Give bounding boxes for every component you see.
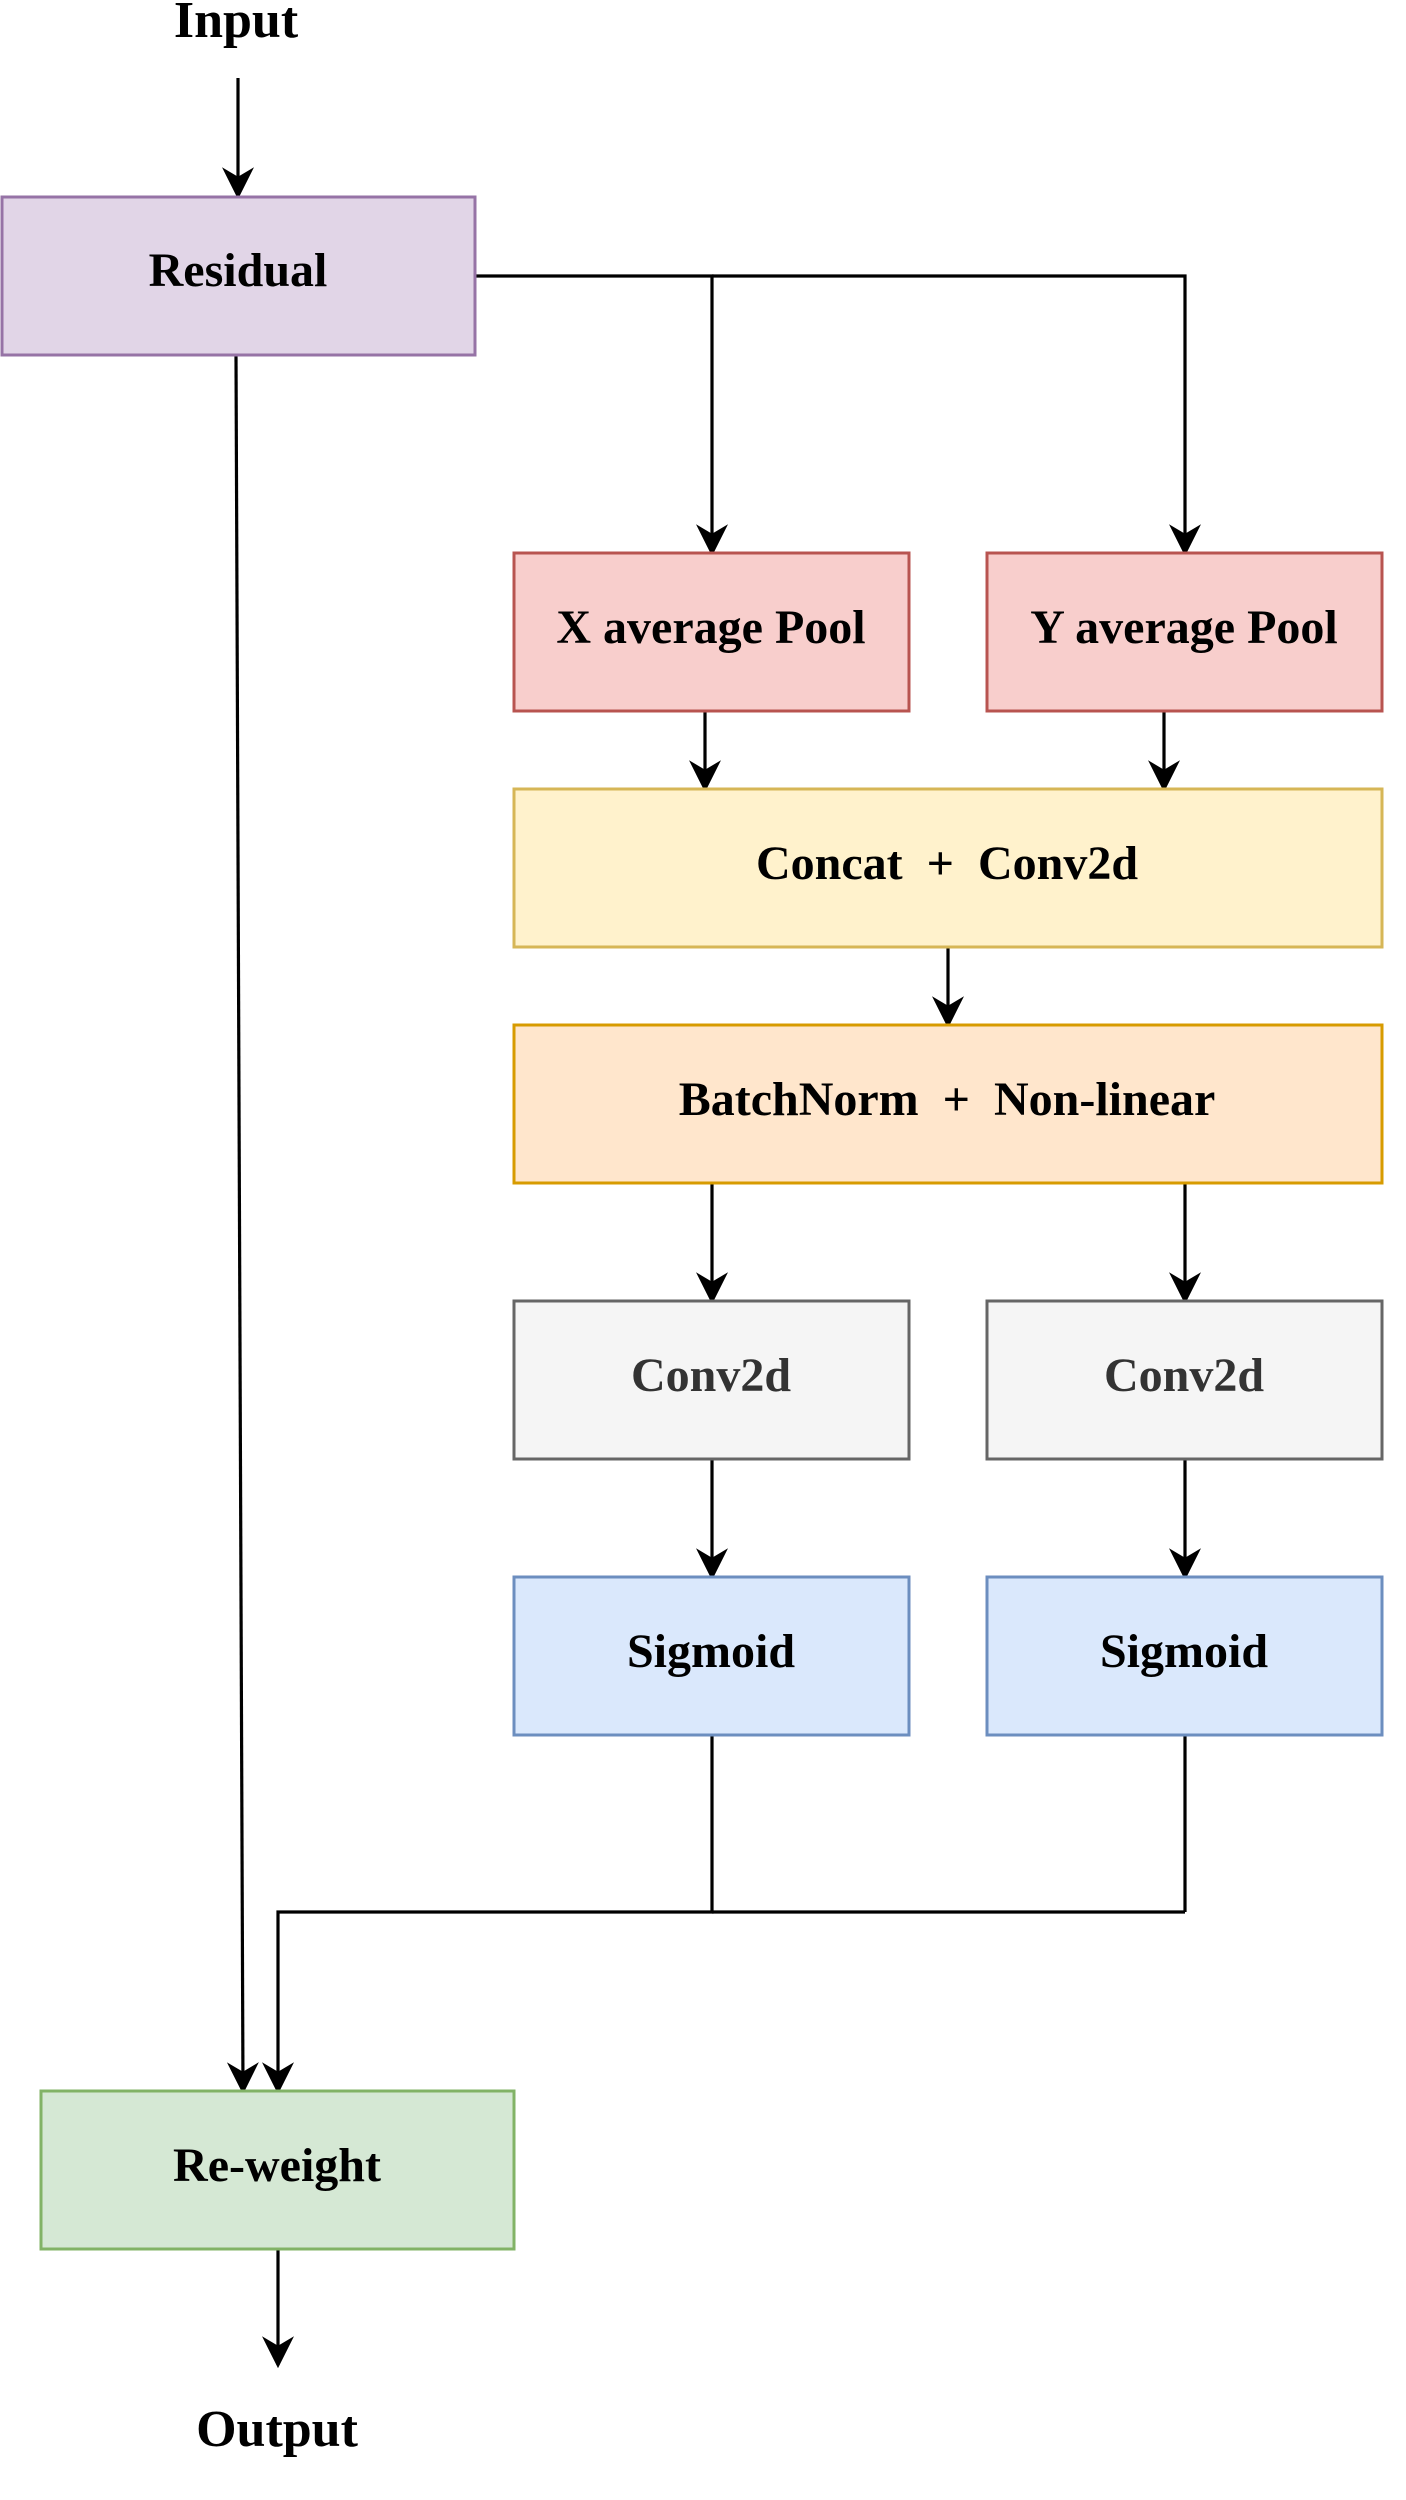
edge-residual-skip-to-reweight xyxy=(226,355,259,2095)
node-y-average-pool-label: Y average Pool xyxy=(1030,601,1337,654)
node-sigmoid-left-box xyxy=(512,1575,911,1737)
node-re-weight: Re-weight xyxy=(39,2089,516,2251)
node-conv2d-right-box xyxy=(985,1299,1384,1461)
node-conv2d-right: Conv2d xyxy=(985,1299,1384,1461)
node-conv2d-right-label: Conv2d xyxy=(1104,1349,1264,1402)
node-residual-label: Residual xyxy=(149,244,328,297)
node-residual: Residual xyxy=(0,195,477,357)
node-conv2d-left-box xyxy=(512,1299,911,1461)
node-x-average-pool-box xyxy=(512,551,911,713)
node-concat-conv2d: Concat + Conv2d xyxy=(512,787,1384,949)
node-re-weight-box xyxy=(39,2089,516,2251)
edge-residual-to-y-pool xyxy=(712,274,1201,557)
node-sigmoid-left-label: Sigmoid xyxy=(627,1625,795,1678)
node-sigmoid-right-label: Sigmoid xyxy=(1100,1625,1268,1678)
output-label: Output xyxy=(196,2401,359,2458)
node-batchnorm-nonlinear-box xyxy=(512,1023,1384,1185)
node-batchnorm-nonlinear: BatchNorm + Non-linear xyxy=(512,1023,1384,1185)
node-sigmoid-right: Sigmoid xyxy=(985,1575,1384,1737)
edge-sigmoids-to-reweight xyxy=(262,1736,714,2095)
input-label: Input xyxy=(174,0,299,49)
node-y-average-pool: Y average Pool xyxy=(985,551,1384,713)
node-conv2d-left-label: Conv2d xyxy=(631,1349,791,1402)
node-conv2d-left: Conv2d xyxy=(512,1299,911,1461)
node-y-average-pool-box xyxy=(985,551,1384,713)
node-re-weight-label: Re-weight xyxy=(173,2139,381,2192)
node-residual-box xyxy=(0,195,477,357)
node-x-average-pool: X average Pool xyxy=(512,551,911,713)
edge-residual-to-x-pool xyxy=(476,274,728,557)
node-batchnorm-nonlinear-label: BatchNorm + Non-linear xyxy=(679,1073,1216,1126)
node-concat-conv2d-box xyxy=(512,787,1384,949)
node-sigmoid-right-box xyxy=(985,1575,1384,1737)
node-concat-conv2d-label: Concat + Conv2d xyxy=(756,837,1138,890)
node-sigmoid-left: Sigmoid xyxy=(512,1575,911,1737)
node-x-average-pool-label: X average Pool xyxy=(556,601,865,654)
edges xyxy=(222,78,1201,2369)
